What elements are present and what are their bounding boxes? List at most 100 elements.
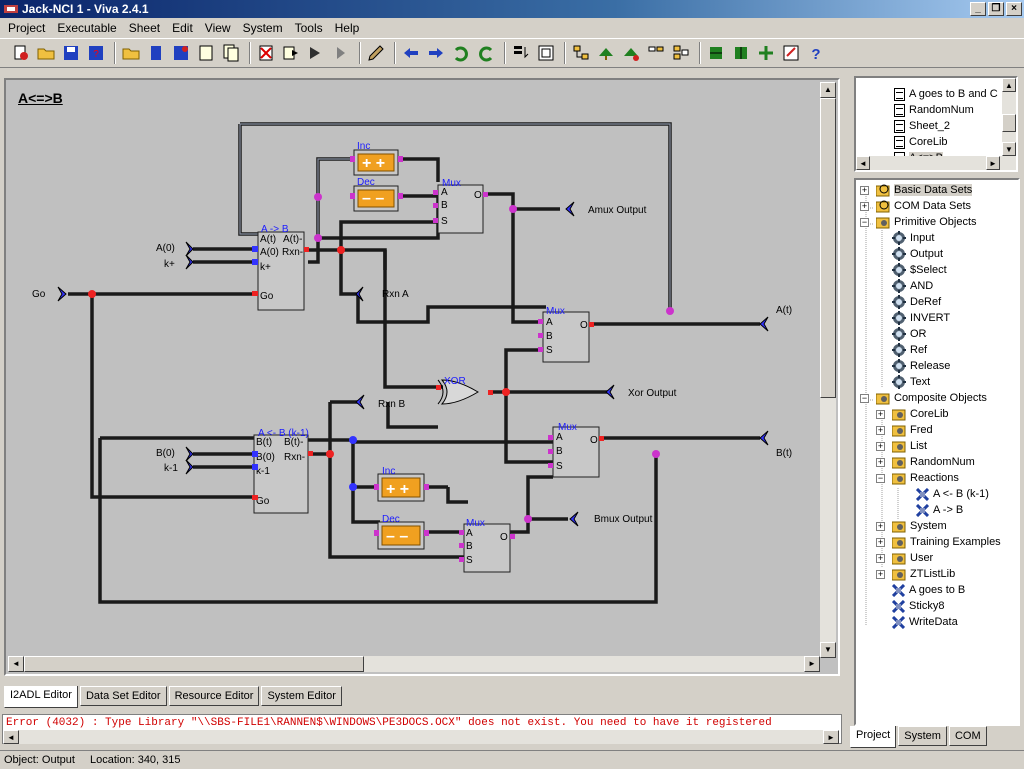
expand-composite[interactable]: +	[876, 425, 885, 435]
sheet-list-scroll-thumb[interactable]	[1002, 114, 1016, 132]
tree-composite-objects[interactable]: Composite Objects	[876, 390, 987, 406]
io-connectors[interactable]	[57, 201, 769, 527]
tab-data-set-editor[interactable]: Data Set Editor	[79, 686, 167, 706]
import-icon[interactable]	[510, 42, 532, 64]
vertical-scroll-thumb[interactable]	[820, 98, 836, 398]
tree-primitive-item[interactable]: INVERT	[892, 310, 950, 326]
menu-project[interactable]: Project	[8, 21, 46, 35]
expand-composite[interactable]: +	[876, 569, 885, 579]
block-a-to-b[interactable]: A -> B A(t) A(t)- A(0) Rxn- k+ Go	[257, 224, 305, 311]
block-mux-right-bottom[interactable]: Mux A B S O	[552, 422, 600, 478]
expand-composite[interactable]: +	[876, 441, 885, 451]
tree-primitive-item[interactable]: Output	[892, 246, 943, 262]
new-project-icon[interactable]	[10, 42, 32, 64]
block-xor[interactable]: XOR	[437, 376, 479, 405]
horizontal-scroll-thumb[interactable]	[24, 656, 364, 672]
tree-primitive-item[interactable]: Ref	[892, 342, 927, 358]
collapse-composite-objects[interactable]: −	[860, 393, 869, 403]
sheet-list-scroll-right[interactable]: ►	[986, 156, 1000, 170]
expand-com-data-sets[interactable]: +	[860, 201, 869, 211]
block-mux-bottom[interactable]: Mux A B S O	[463, 518, 511, 573]
tree-reaction-item[interactable]: A -> B	[916, 502, 963, 518]
sheet-list-item[interactable]: Sheet_2	[894, 118, 950, 134]
block-dec-top[interactable]: Dec – –	[353, 177, 399, 212]
back-arrow-icon[interactable]	[400, 42, 422, 64]
sheet-list-scroll-left[interactable]: ◄	[856, 156, 870, 170]
tree-primitive-item[interactable]: Input	[892, 230, 934, 246]
tree-composite-item[interactable]: Fred	[892, 422, 933, 438]
tree-icon[interactable]	[595, 42, 617, 64]
tab-system[interactable]: System	[898, 726, 947, 746]
canvas-vertical-scrollbar[interactable]: ▲ ▼	[820, 82, 836, 658]
expand-basic-data-sets[interactable]: +	[860, 185, 869, 195]
expand-composite[interactable]: +	[876, 521, 885, 531]
tree-basic-data-sets[interactable]: Basic Data Sets	[876, 182, 973, 198]
canvas-horizontal-scrollbar[interactable]: ◄ ►	[8, 656, 820, 672]
scroll-right-button[interactable]: ►	[804, 656, 820, 672]
scroll-left-button[interactable]: ◄	[8, 656, 24, 672]
tree-primitive-objects[interactable]: Primitive Objects	[876, 214, 977, 230]
edit-icon[interactable]	[365, 42, 387, 64]
connect-icon[interactable]	[755, 42, 777, 64]
help-icon[interactable]: ?	[805, 42, 827, 64]
expand-composite[interactable]: +	[876, 457, 885, 467]
menu-executable[interactable]: Executable	[57, 21, 117, 35]
probe-icon[interactable]	[705, 42, 727, 64]
hierarchy-icon[interactable]	[570, 42, 592, 64]
tree-primitive-item[interactable]: DeRef	[892, 294, 941, 310]
new-page-icon[interactable]	[195, 42, 217, 64]
tree-object-item[interactable]: A goes to B	[892, 582, 965, 598]
tree-composite-item[interactable]: ZTListLib	[892, 566, 955, 582]
menu-tools[interactable]: Tools	[294, 21, 323, 35]
forward-arrow-icon[interactable]	[425, 42, 447, 64]
tree-alt-icon[interactable]	[620, 42, 642, 64]
run-icon[interactable]	[305, 42, 327, 64]
close-button[interactable]: ×	[1006, 2, 1022, 16]
close-sheet-icon[interactable]	[145, 42, 167, 64]
block-inc-top[interactable]: Inc + +	[353, 141, 399, 176]
redo-icon[interactable]	[475, 42, 497, 64]
copy-page-icon[interactable]	[220, 42, 242, 64]
sheet-list-horizontal-scrollbar[interactable]: ◄ ►	[856, 156, 1016, 170]
scroll-down-button[interactable]: ▼	[820, 642, 836, 658]
tree-composite-item[interactable]: Training Examples	[892, 534, 1001, 550]
tree-reactions[interactable]: Reactions	[892, 470, 959, 486]
probe-alt-icon[interactable]	[730, 42, 752, 64]
tree-reaction-item[interactable]: A <- B (k-1)	[916, 486, 989, 502]
tab-resource-editor[interactable]: Resource Editor	[168, 686, 260, 706]
restore-button[interactable]: ❐	[988, 2, 1004, 16]
save-as-icon[interactable]: ?	[85, 42, 107, 64]
menu-system[interactable]: System	[242, 21, 283, 35]
menu-view[interactable]: View	[204, 21, 231, 35]
tree-composite-item[interactable]: List	[892, 438, 927, 454]
tree-com-data-sets[interactable]: COM Data Sets	[876, 198, 971, 214]
sheet-canvas[interactable]: A<=>B .w { fill:none; stroke:#1a1a1a; st…	[8, 82, 820, 658]
tree-object-item[interactable]: WriteData	[892, 614, 958, 630]
menu-help[interactable]: Help	[334, 21, 360, 35]
sheet-list-item[interactable]: RandomNum	[894, 102, 974, 118]
tree-primitive-item[interactable]: Text	[892, 374, 930, 390]
tab-project[interactable]: Project	[850, 726, 897, 748]
error-horizontal-scrollbar[interactable]: ◄ ►	[3, 730, 839, 744]
collapse-primitive-objects[interactable]: −	[860, 217, 869, 227]
tree-primitive-item[interactable]: OR	[892, 326, 927, 342]
export-icon[interactable]	[535, 42, 557, 64]
delete-icon[interactable]	[255, 42, 277, 64]
collapse-reactions[interactable]: −	[876, 473, 885, 483]
minimize-button[interactable]: _	[970, 2, 986, 16]
sheet-list-scroll-down[interactable]: ▼	[1002, 142, 1016, 156]
sheet-list-item[interactable]: CoreLib	[894, 134, 948, 150]
tree-composite-item[interactable]: RandomNum	[892, 454, 975, 470]
save-sheet-icon[interactable]	[170, 42, 192, 64]
error-scroll-right-button[interactable]: ►	[823, 730, 839, 744]
open-sheet-icon[interactable]	[120, 42, 142, 64]
error-scroll-left-button[interactable]: ◄	[3, 730, 19, 744]
block-b-from-a[interactable]: A <- B (k-1) B(t) B(t)- B(0) Rxn- k-1 Go	[253, 428, 309, 514]
expand-composite[interactable]: +	[876, 553, 885, 563]
block-mux-right-top[interactable]: Mux A B S O	[542, 306, 590, 363]
tree-composite-item[interactable]: CoreLib	[892, 406, 949, 422]
tree-primitive-item[interactable]: Release	[892, 358, 950, 374]
play-icon[interactable]	[330, 42, 352, 64]
menu-edit[interactable]: Edit	[172, 21, 193, 35]
open-folder-icon[interactable]	[35, 42, 57, 64]
